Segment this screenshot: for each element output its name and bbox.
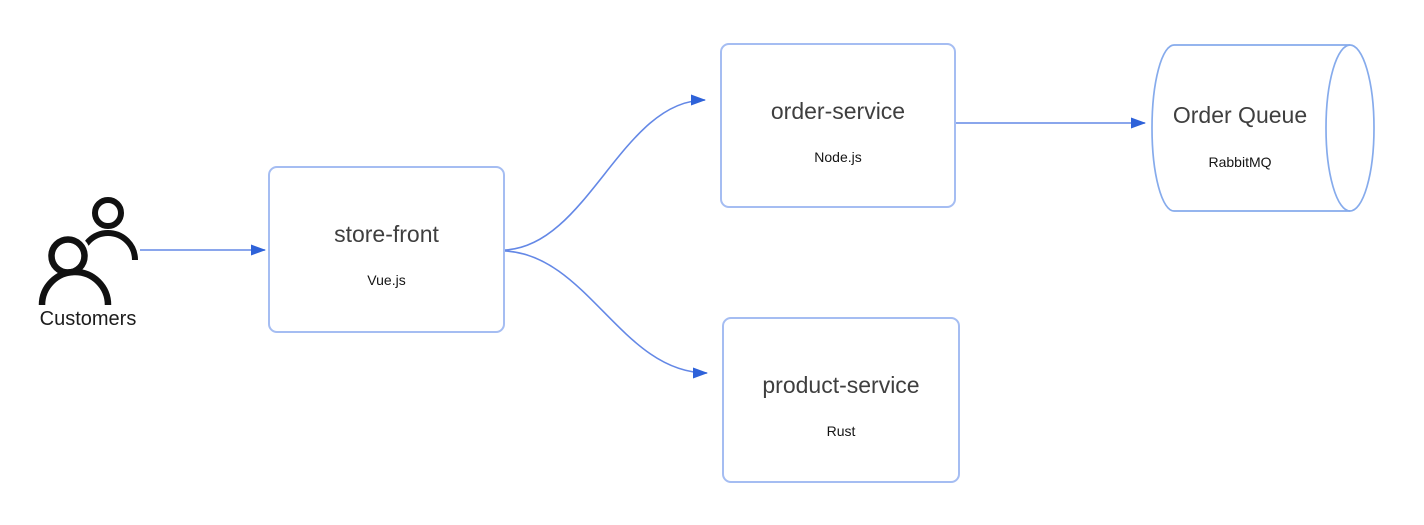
edge-store-front-to-product-service bbox=[504, 250, 708, 379]
node-label-customers: Customers bbox=[39, 308, 137, 330]
node-subtitle-store-front: Vue.js bbox=[367, 272, 406, 288]
node-title-order-queue: Order Queue bbox=[1172, 102, 1308, 128]
node-subtitle-order-service: Node.js bbox=[814, 149, 862, 165]
node-subtitle-order-queue: RabbitMQ bbox=[1208, 154, 1272, 170]
edge-store-front-to-order-service bbox=[504, 94, 706, 251]
node-store-front: store-front Vue.js bbox=[268, 166, 505, 333]
node-title-product-service: product-service bbox=[762, 372, 920, 398]
node-product-service: product-service Rust bbox=[722, 317, 960, 483]
node-customers: Customers bbox=[38, 192, 188, 332]
node-subtitle-product-service: Rust bbox=[826, 423, 856, 439]
node-order-service: order-service Node.js bbox=[720, 43, 956, 208]
people-icon bbox=[38, 197, 138, 306]
cylinder-icon bbox=[1151, 44, 1375, 212]
node-title-store-front: store-front bbox=[334, 221, 439, 247]
node-title-order-service: order-service bbox=[770, 98, 906, 124]
